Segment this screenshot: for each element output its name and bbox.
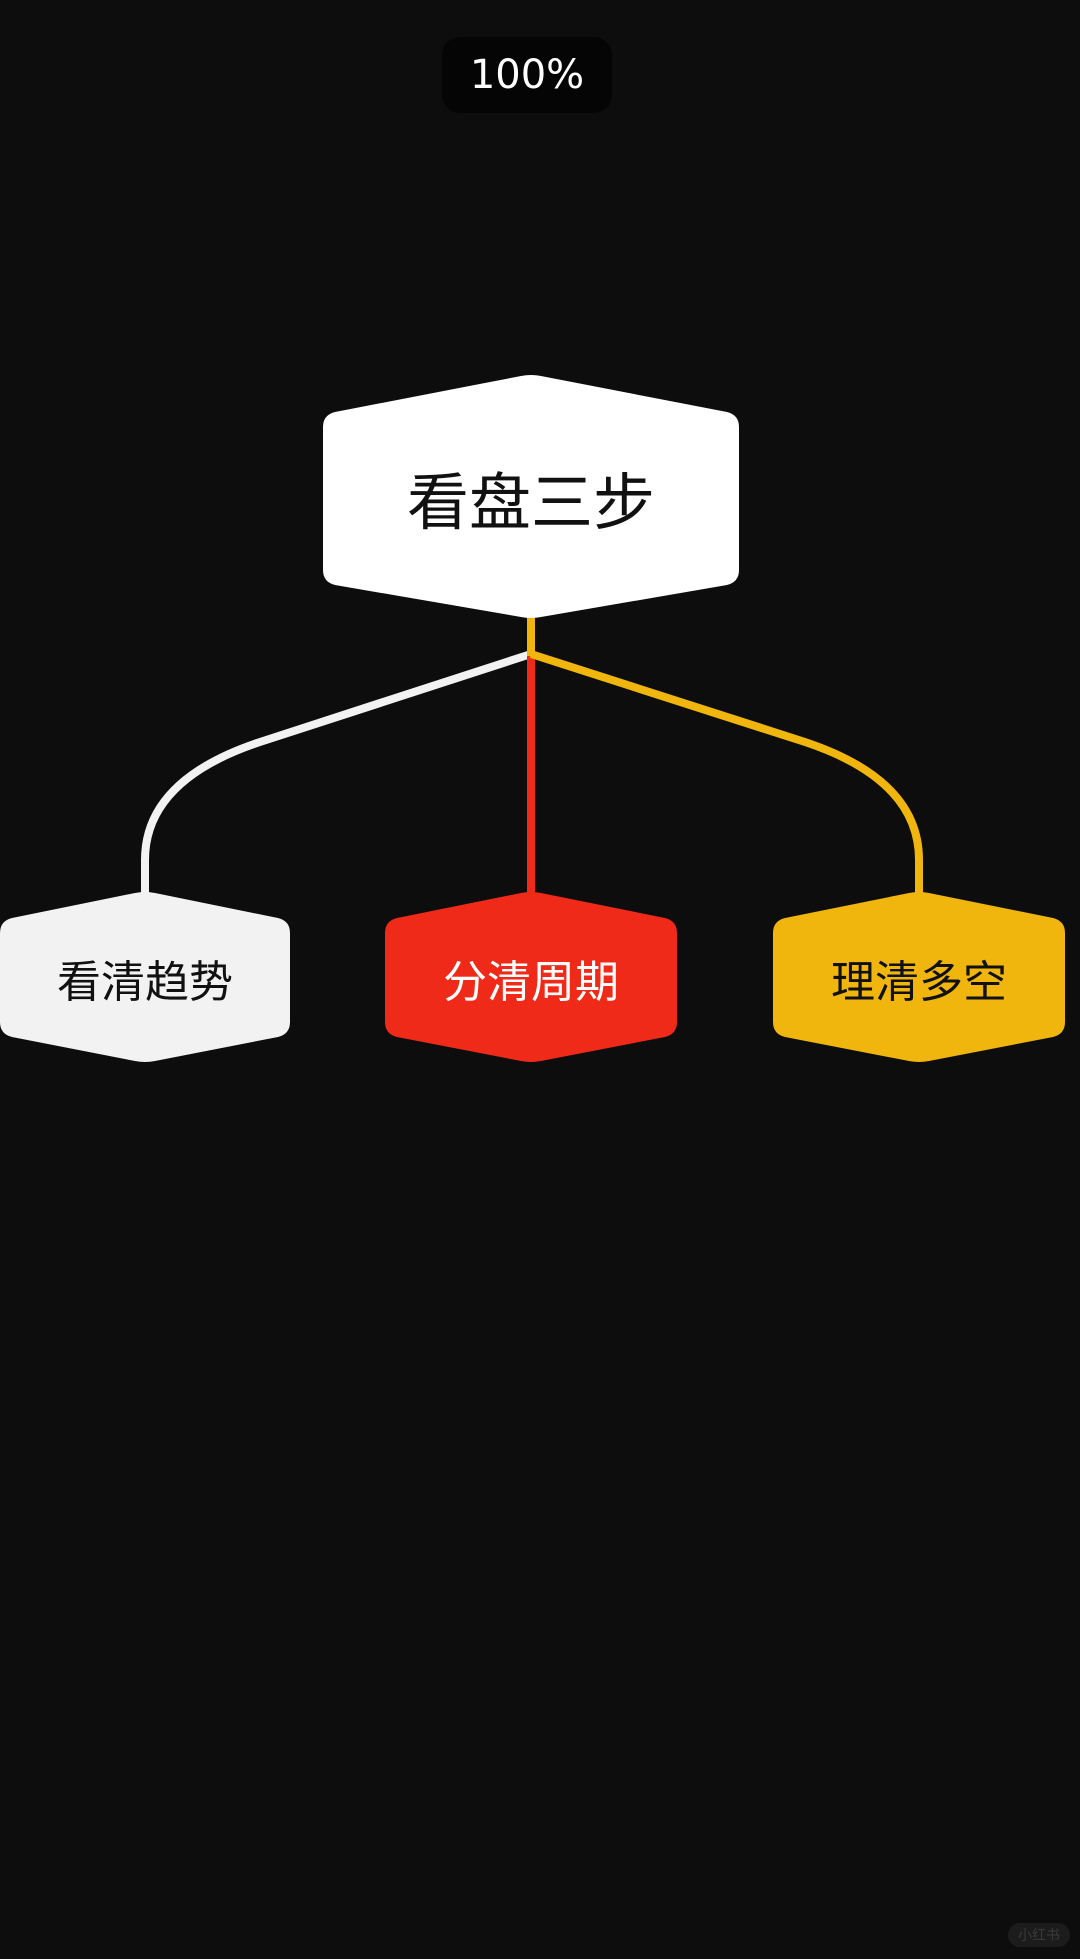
connector-white bbox=[141, 650, 533, 895]
root-node[interactable]: 看盘三步 bbox=[323, 375, 739, 618]
child-node-label: 看清趋势 bbox=[57, 956, 233, 1008]
zoom-level-text: 100% bbox=[469, 52, 585, 98]
connector-yellow bbox=[529, 650, 923, 895]
child-node-shape-bullbear[interactable] bbox=[773, 892, 1065, 1062]
watermark-text: 小红书 bbox=[1018, 1928, 1060, 1944]
child-node-shape-cycle[interactable] bbox=[385, 892, 677, 1062]
child-node-shape-trend[interactable] bbox=[0, 892, 290, 1062]
root-node-label: 看盘三步 bbox=[406, 465, 655, 539]
root-node-shape[interactable] bbox=[323, 375, 739, 618]
zoom-level-indicator: 100% bbox=[442, 37, 612, 113]
child-node-label: 分清周期 bbox=[443, 956, 619, 1008]
child-node-trend[interactable]: 看清趋势 bbox=[0, 892, 291, 1063]
child-node-cycle[interactable]: 分清周期 bbox=[385, 892, 677, 1063]
child-node-label: 理清多空 bbox=[831, 956, 1007, 1008]
child-node-bullbear[interactable]: 理清多空 bbox=[773, 892, 1065, 1063]
watermark-badge: 小红书 bbox=[1008, 1923, 1070, 1947]
connectors bbox=[141, 610, 923, 895]
